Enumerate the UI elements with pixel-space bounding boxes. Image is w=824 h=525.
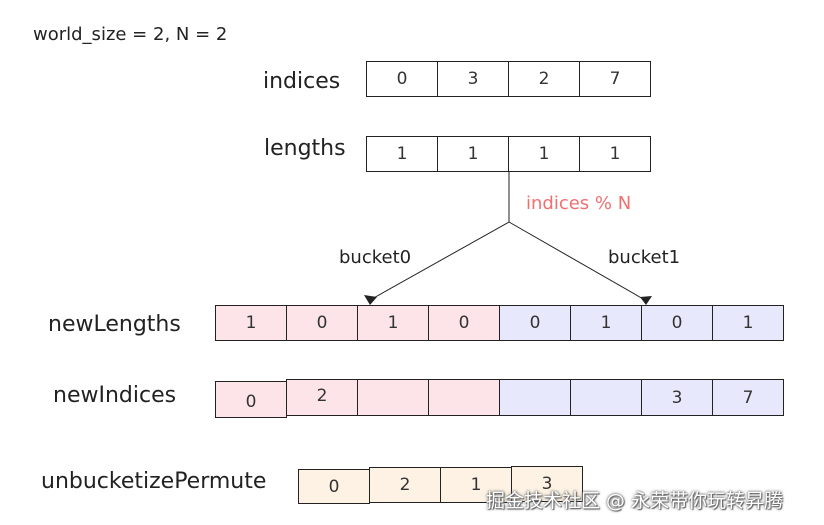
indices-label: indices <box>263 69 341 94</box>
newindices-cell: 3 <box>641 379 713 416</box>
newlengths-cell: 0 <box>286 305 358 341</box>
lengths-cell: 1 <box>579 136 651 172</box>
arrowhead-left <box>364 295 377 305</box>
indices-cell: 0 <box>366 61 438 97</box>
connector-right <box>508 221 646 301</box>
lengths-cell: 1 <box>508 136 580 172</box>
arrowhead-right <box>640 296 652 305</box>
newindices-cell <box>428 379 500 416</box>
newindices-cell <box>357 379 429 416</box>
newlengths-cell: 0 <box>641 305 713 341</box>
unbucketizepermute-cell: 0 <box>298 469 370 504</box>
indices-cell: 7 <box>579 61 651 97</box>
bucket1-label: bucket1 <box>608 247 681 268</box>
newlengths-cell: 1 <box>357 305 429 341</box>
lengths-cell: 1 <box>437 136 509 172</box>
unbucketizepermute-cell: 1 <box>440 467 512 503</box>
newindices-cell <box>499 379 571 416</box>
newindices-cell: 2 <box>286 379 358 416</box>
unbucketizepermute-cell: 3 <box>511 466 583 502</box>
newindices-cell: 0 <box>215 381 287 418</box>
lengths-cell: 1 <box>366 136 438 172</box>
newlengths-label: newLengths <box>48 312 181 337</box>
newlengths-cell: 0 <box>499 305 571 341</box>
diagram-header: world_size = 2, N = 2 <box>33 24 228 45</box>
modulo-operation-label: indices % N <box>526 193 632 214</box>
unbucketizepermute-cell: 2 <box>369 467 441 503</box>
newindices-cell: 7 <box>712 379 784 416</box>
lengths-label: lengths <box>264 136 346 161</box>
newlengths-cell: 1 <box>215 305 287 341</box>
watermark: 掘金技术社区 @ 永荣带你玩转昇腾 <box>486 490 784 512</box>
newlengths-cell: 1 <box>570 305 642 341</box>
bucket0-label: bucket0 <box>339 247 412 268</box>
newlengths-cell: 1 <box>712 305 784 341</box>
connector-left <box>369 221 510 301</box>
unbucketizepermute-label: unbucketizePermute <box>41 469 267 494</box>
newindices-label: newIndices <box>53 383 177 408</box>
newlengths-cell: 0 <box>428 305 500 341</box>
newindices-cell <box>570 379 642 416</box>
indices-cell: 3 <box>437 61 509 97</box>
